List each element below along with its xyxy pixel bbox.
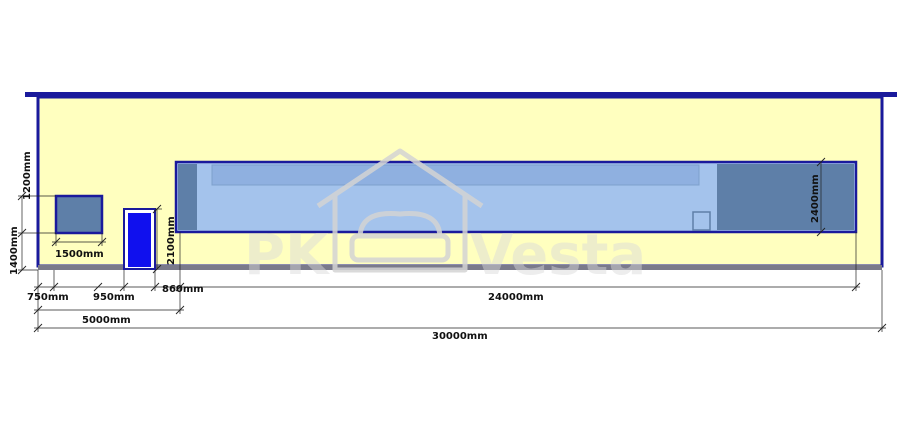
dim-window-height: 1200mm	[22, 151, 33, 200]
dim-offset-left: 750mm	[27, 292, 69, 303]
dim-window-width: 1500mm	[55, 249, 104, 260]
house-sofa-icon	[316, 148, 484, 273]
dim-sill-height: 1400mm	[9, 226, 20, 275]
glazing-service-hatch	[692, 211, 711, 231]
small-window	[54, 194, 104, 235]
glazing-left-panel	[178, 164, 197, 230]
dimension-lines: 1200mm 1400mm 1500mm 2100mm 2400mm	[9, 151, 887, 342]
watermark-vesta: Vesta	[470, 223, 646, 288]
dim-subtotal-left: 5000mm	[82, 315, 131, 326]
dim-total-width: 30000mm	[432, 331, 488, 342]
glazing-right-panel	[717, 164, 854, 230]
dim-door-width: 950mm	[93, 292, 135, 303]
dim-door-height: 2100mm	[166, 216, 177, 265]
roof-line	[25, 92, 897, 97]
entrance-door-leaf	[128, 213, 151, 267]
glazing-top-band	[211, 164, 700, 186]
watermark-pk: PK	[244, 223, 331, 288]
dim-door-to-glazing: 860mm	[162, 284, 204, 295]
dim-glazing-width: 24000mm	[488, 292, 544, 303]
watermark: PK Vesta	[244, 148, 646, 288]
dim-glazing-height: 2400mm	[810, 174, 821, 223]
long-glazing	[174, 160, 858, 234]
